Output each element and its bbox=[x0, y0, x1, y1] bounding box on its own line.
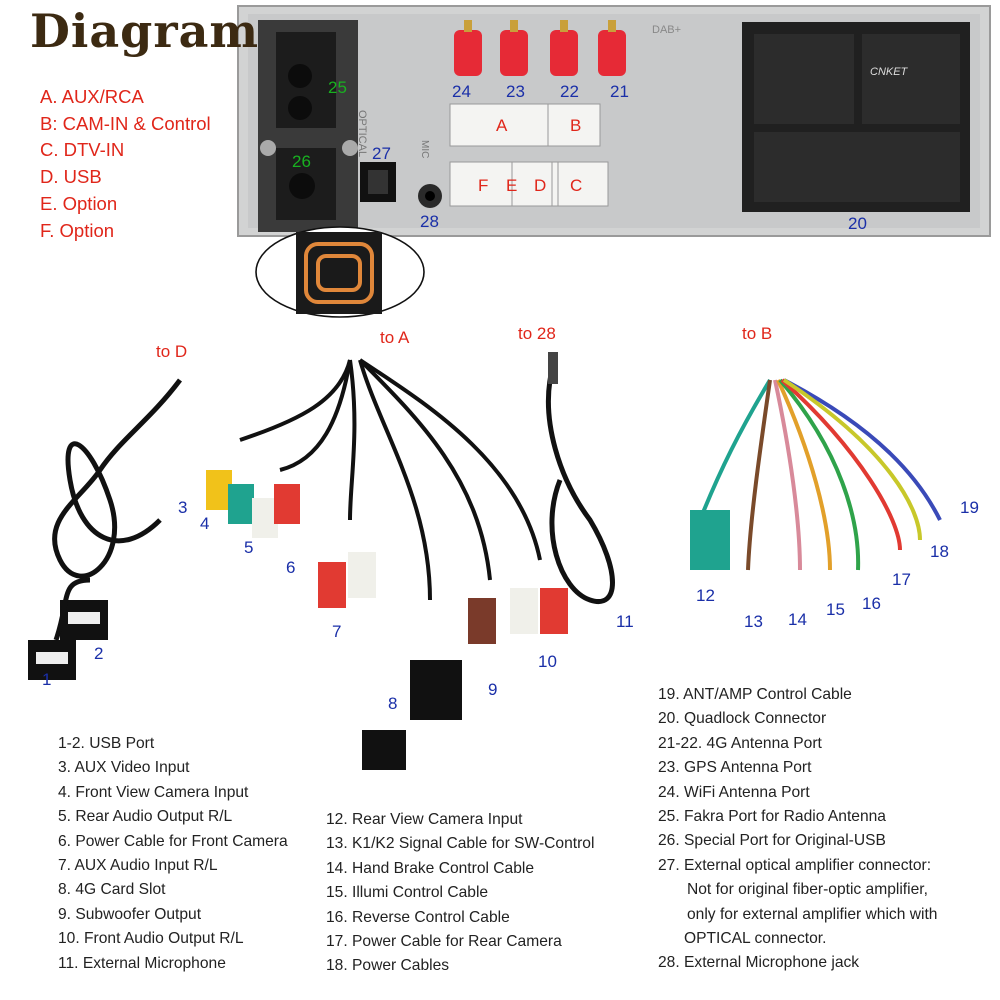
cable-number: 6 bbox=[286, 558, 296, 577]
cable-number: 9 bbox=[488, 680, 498, 699]
port-number: 23 bbox=[506, 82, 525, 101]
panel-text-dab: DAB+ bbox=[652, 24, 682, 36]
description-item: 20. Quadlock Connector bbox=[658, 710, 827, 728]
cable-target: to B bbox=[742, 324, 773, 343]
cable-number: 13 bbox=[744, 612, 763, 631]
description-item: 10. Front Audio Output R/L bbox=[58, 930, 244, 948]
cable-number: 4 bbox=[200, 514, 210, 533]
description-item: 13. K1/K2 Signal Cable for SW-Control bbox=[326, 835, 595, 853]
cable-number: 18 bbox=[930, 542, 949, 561]
cable-number: 11 bbox=[616, 612, 634, 631]
cable-number: 14 bbox=[788, 610, 807, 629]
usb-cable bbox=[28, 378, 182, 680]
description-item: 18. Power Cables bbox=[326, 957, 450, 975]
block-label: A bbox=[496, 116, 508, 135]
description-item: 21-22. 4G Antenna Port bbox=[658, 734, 822, 752]
legend-item: A. AUX/RCA bbox=[40, 86, 144, 107]
description-item: 26. Special Port for Original-USB bbox=[658, 832, 886, 850]
cable-number: 7 bbox=[332, 622, 342, 641]
quadlock-connector bbox=[742, 22, 970, 212]
block-label: D bbox=[534, 176, 547, 195]
connector-blocks bbox=[449, 103, 609, 207]
description-item: 28. External Microphone jack bbox=[658, 954, 860, 972]
description-item: 23. GPS Antenna Port bbox=[658, 759, 812, 777]
description-item: 24. WiFi Antenna Port bbox=[658, 783, 810, 801]
cable-target: to 28 bbox=[518, 324, 556, 343]
description-item: 12. Rear View Camera Input bbox=[326, 811, 523, 828]
microphone-cable bbox=[546, 352, 615, 604]
description-item: 8. 4G Card Slot bbox=[58, 881, 166, 899]
legend-item: C. DTV-IN bbox=[40, 139, 125, 161]
description-item: 14. Hand Brake Control Cable bbox=[326, 859, 535, 877]
description-item: 15. Illumi Control Cable bbox=[326, 884, 489, 902]
panel-text-optical: OPTICAL bbox=[356, 110, 368, 158]
cable-number: 12 bbox=[696, 586, 715, 605]
control-harness bbox=[690, 378, 942, 571]
legend-item: E. Option bbox=[40, 192, 118, 214]
description-item: 27. External optical amplifier connector… bbox=[658, 856, 932, 874]
description-item: 19. ANT/AMP Control Cable bbox=[658, 686, 852, 703]
description-item: 7. AUX Audio Input R/L bbox=[58, 857, 218, 875]
cable-number: 16 bbox=[862, 594, 881, 613]
description-column-1: 1-2. USB Port 3. AUX Video Input 4. Fron… bbox=[58, 732, 288, 976]
cable-number: 2 bbox=[94, 644, 104, 663]
block-label: B bbox=[570, 116, 582, 135]
port-number: 28 bbox=[420, 212, 439, 231]
port-number: 24 bbox=[452, 82, 471, 101]
port-number: 22 bbox=[560, 82, 579, 101]
cable-number: 19 bbox=[960, 498, 979, 517]
cable-number: 8 bbox=[388, 694, 398, 713]
panel-text-brand: CNKET bbox=[870, 66, 908, 78]
description-item: 3. AUX Video Input bbox=[58, 759, 190, 777]
description-item: Not for original fiber-optic amplifier, bbox=[687, 881, 928, 899]
optical-zoom-callout bbox=[255, 226, 425, 318]
cable-number: 5 bbox=[244, 538, 254, 557]
head-unit-back-panel bbox=[237, 5, 991, 237]
legend-item: F. Option bbox=[40, 219, 115, 241]
description-item: 17. Power Cable for Rear Camera bbox=[326, 933, 562, 951]
page-title: Diagram bbox=[30, 4, 260, 58]
cable-number: 1 bbox=[42, 670, 52, 689]
port-number: 20 bbox=[848, 214, 867, 233]
block-label: F bbox=[478, 176, 489, 195]
block-label: C bbox=[570, 176, 583, 195]
port-number: 25 bbox=[328, 78, 347, 97]
antenna-ports bbox=[454, 20, 626, 76]
description-item: 4. Front View Camera Input bbox=[58, 783, 249, 801]
description-item: 6. Power Cable for Front Camera bbox=[58, 832, 288, 850]
description-column-3: 19. ANT/AMP Control Cable 20. Quadlock C… bbox=[658, 683, 937, 976]
port-number: 26 bbox=[292, 152, 311, 171]
port-number: 27 bbox=[372, 144, 391, 163]
cable-target: to D bbox=[156, 342, 188, 361]
description-item: OPTICAL connector. bbox=[684, 930, 827, 948]
panel-text-mic: MIC bbox=[419, 140, 430, 159]
legend-item: B: CAM-IN & Control bbox=[40, 112, 211, 134]
description-column-2: 12. Rear View Camera Input 13. K1/K2 Sig… bbox=[326, 808, 594, 979]
connector-legend: A. AUX/RCA B: CAM-IN & Control C. DTV-IN… bbox=[40, 84, 211, 244]
cable-target: to A bbox=[380, 328, 410, 347]
rca-harness bbox=[206, 358, 568, 770]
cable-number: 10 bbox=[538, 652, 557, 671]
description-item: 5. Rear Audio Output R/L bbox=[58, 808, 233, 826]
port-number: 21 bbox=[610, 82, 629, 101]
description-item: 25. Fakra Port for Radio Antenna bbox=[658, 808, 886, 826]
description-item: 11. External Microphone bbox=[58, 954, 226, 972]
cable-number: 17 bbox=[892, 570, 911, 589]
block-label: E bbox=[506, 176, 518, 195]
cable-number: 15 bbox=[826, 600, 845, 619]
description-item: 1-2. USB Port bbox=[58, 735, 155, 752]
description-item: 9. Subwoofer Output bbox=[58, 905, 202, 923]
cable-number: 3 bbox=[178, 498, 188, 517]
legend-item: D. USB bbox=[40, 166, 102, 188]
description-item: only for external amplifier which with bbox=[687, 905, 938, 923]
description-item: 16. Reverse Control Cable bbox=[326, 908, 510, 926]
